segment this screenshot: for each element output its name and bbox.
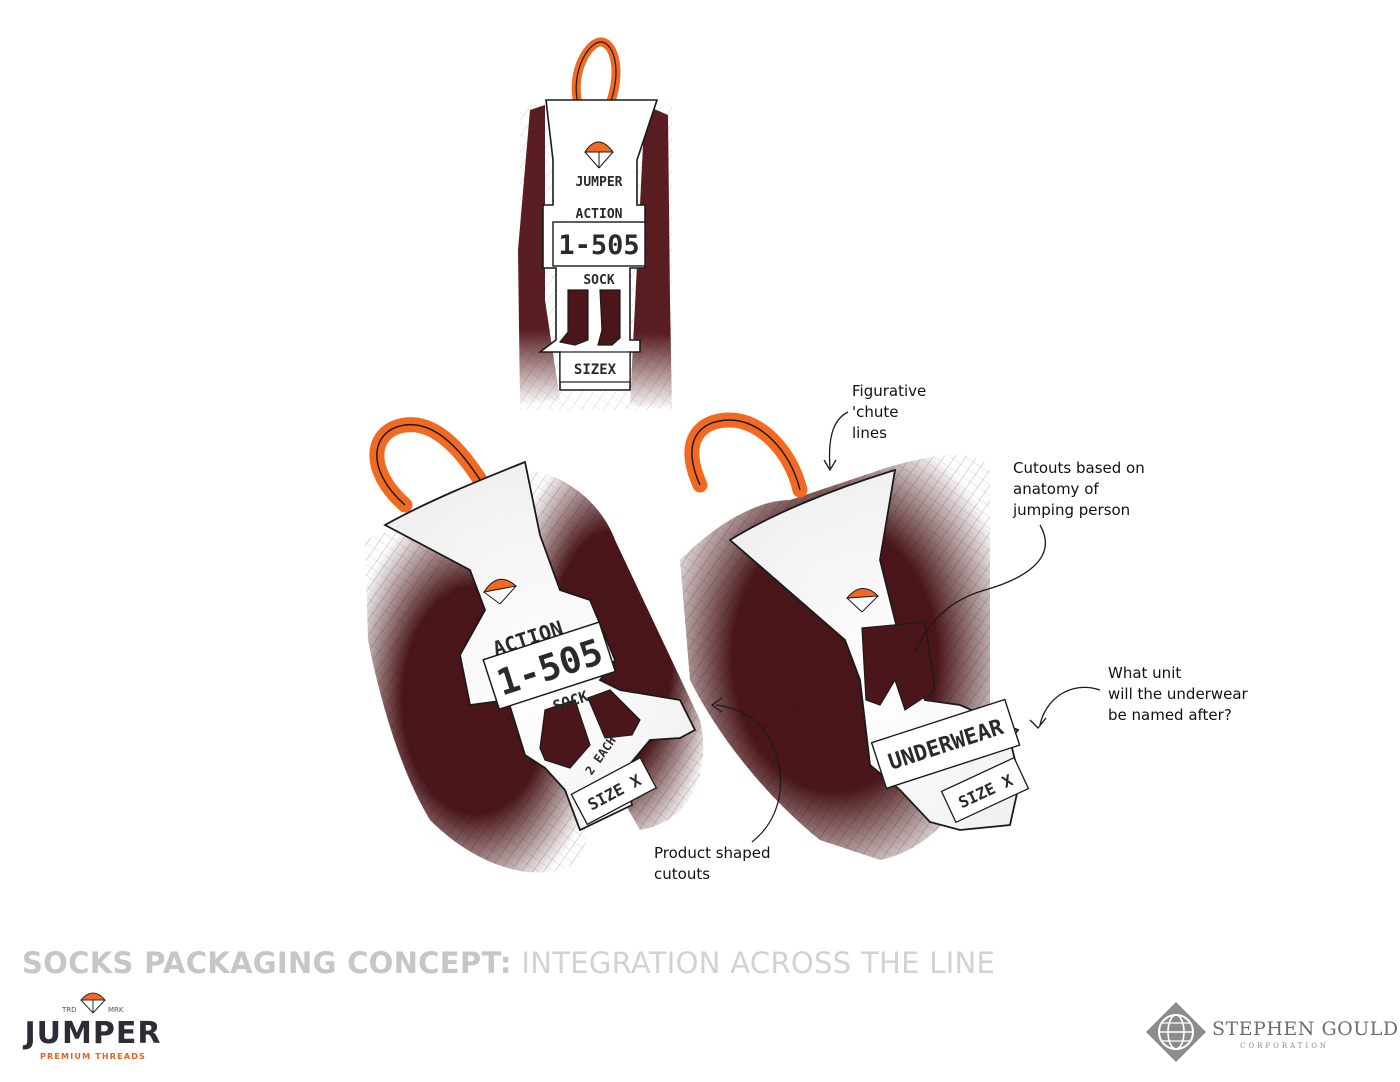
corp-name: STEPHEN GOULD [1212,1018,1399,1040]
annotation-line: Product shaped [654,844,771,862]
corp-subtitle: CORPORATION [1240,1042,1330,1050]
brand-mark-right: MRK [108,1006,124,1014]
brand-name: JUMPER [24,1016,162,1051]
annotation-line: Figurative [852,382,926,400]
annotation-cutouts-anatomy: Cutouts based on anatomy of jumping pers… [914,459,1145,653]
arrow [1039,686,1101,726]
package-underwear: UNDERWEAR SIZE X [680,412,1030,860]
annotation-line: will the underwear [1108,685,1249,703]
parachute-icon [584,141,615,153]
underwear-cutout [861,621,936,711]
annotation-unit-question: What unit will the underwear be named af… [1029,664,1249,729]
brand-tagline: PREMIUM THREADS [39,1052,147,1061]
package-small: JUMPER ACTION 1-505 SOCK SIZEX [518,37,672,410]
arrow [914,524,1046,653]
annotation-line: What unit [1108,664,1181,682]
annotation-line: anatomy of [1013,480,1099,498]
parachute-icon [79,992,107,1014]
size-text: SIZEX [574,362,617,378]
brand-text: JUMPER [576,175,623,190]
corporation-logo: STEPHEN GOULD CORPORATION [1144,1000,1398,1070]
title-bold: SOCKS PACKAGING CONCEPT: [22,946,512,980]
title-light: INTEGRATION ACROSS THE LINE [521,946,996,980]
line1-text: ACTION [576,207,623,222]
annotation-product-cutouts: Product shaped cutouts [654,697,782,883]
annotation-line: jumping person [1012,501,1130,519]
annotation-line: lines [852,424,887,442]
leg-cutout [587,689,641,739]
line2-text: SOCK [583,273,614,288]
brand-mark-left: TRD [62,1006,77,1014]
hanger [684,412,808,498]
annotation-line: Cutouts based on [1013,459,1145,477]
annotation-line: cutouts [654,865,710,883]
leg-cutout [558,289,589,346]
leg-cutout [597,289,621,346]
arrow [715,704,782,843]
package-sock: ACTION 1-505 SOCK 2 EACH SIZE X [365,417,704,873]
arrow [828,411,849,469]
annotation-chute-lines: Figurative 'chute lines [823,382,926,472]
annotation-line: be named after? [1108,706,1232,724]
page-title: SOCKS PACKAGING CONCEPT: INTEGRATION ACR… [22,946,995,980]
number-text: 1-505 [558,230,639,261]
annotation-line: 'chute [852,403,899,421]
brand-logo: TRD MRK JUMPER PREMIUM THREADS [22,986,172,1066]
hanger [571,37,621,109]
leg-cutout [539,699,591,769]
globe-diamond-icon [1146,1002,1206,1062]
